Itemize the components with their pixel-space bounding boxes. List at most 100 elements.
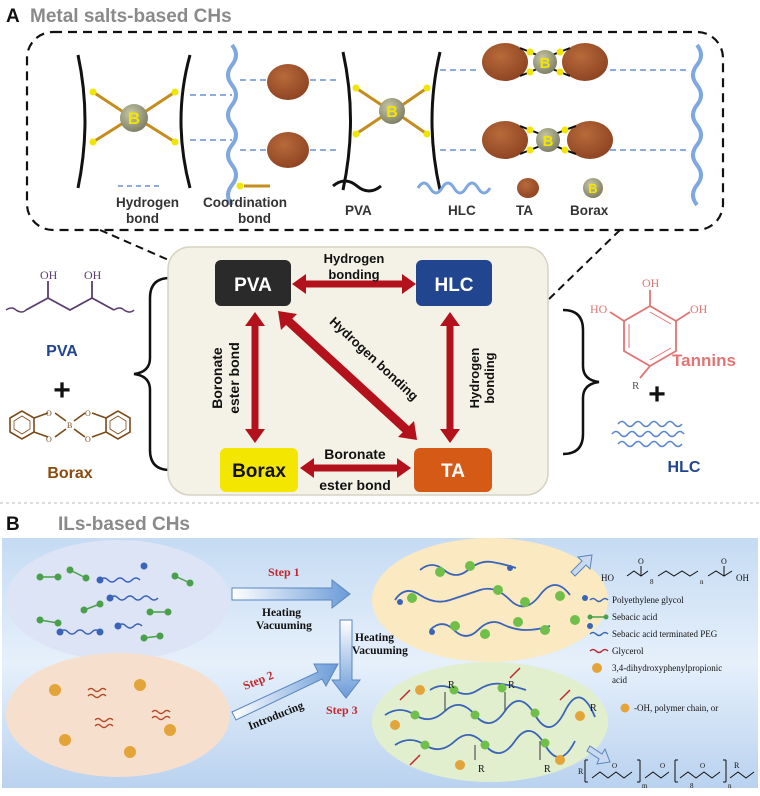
pva-borax-complex-2: B xyxy=(341,51,442,191)
right-arrow-label-1: Hydrogen xyxy=(467,348,482,409)
network-ellipse xyxy=(372,662,608,782)
borax-o-4: O xyxy=(85,435,91,444)
formula-arrow-bottom xyxy=(586,745,611,765)
tannin-oh-top: OH xyxy=(642,276,660,290)
legend-coord-label-1: Coordination xyxy=(203,195,287,210)
top-arrow-label-2: bonding xyxy=(328,267,379,282)
legend-pva-label: PVA xyxy=(345,203,372,218)
legend-coord-label-2: bond xyxy=(238,211,271,226)
ta-borax-complex-1: B xyxy=(482,43,608,81)
boron-symbol-2: B xyxy=(386,104,398,121)
borax-box-label: Borax xyxy=(232,461,286,482)
pva-oh-1: OH xyxy=(40,268,58,282)
step1-label: Step 1 xyxy=(268,565,300,579)
formula-bottom-o-3: O xyxy=(700,762,705,770)
network-r-4: R xyxy=(544,764,551,775)
legend-borax-sphere xyxy=(583,178,603,198)
pva-structure: OH OH xyxy=(5,268,135,313)
formula-top-o-2: O xyxy=(721,557,727,566)
pva-borax-complex-1: B xyxy=(76,54,192,189)
zoom-box xyxy=(25,30,725,232)
hlc-box xyxy=(416,260,492,306)
panel-b-title: ILs-based CHs xyxy=(58,514,190,535)
tannin-oh-right: OH xyxy=(690,302,708,316)
formula-bottom-subm: m xyxy=(642,782,648,790)
pva-box xyxy=(215,260,291,306)
network-r-1: R xyxy=(448,680,455,691)
formula-arrow-top xyxy=(570,554,593,577)
hlc-wave-2 xyxy=(691,43,703,207)
panel-b-letter: B xyxy=(6,514,20,535)
formula-bottom-r-2: R xyxy=(734,761,740,770)
legend-b-r: R xyxy=(590,703,597,714)
left-arrow-label-2: ester bond xyxy=(226,342,242,414)
step1-line-1: Heating xyxy=(262,607,301,619)
ta-sphere-1 xyxy=(267,64,309,100)
step2-arrow xyxy=(231,663,339,721)
top-arrow-label-1: Hydrogen xyxy=(324,251,385,266)
formula-bottom xyxy=(584,759,755,783)
bottom-arrow-label-1: Boronate xyxy=(324,446,386,462)
network-structure xyxy=(384,667,596,770)
legend-ta-sphere xyxy=(517,178,539,198)
legend-b-glycerol: Glycerol xyxy=(612,646,644,656)
formula-bottom-sub8: 8 xyxy=(690,782,694,790)
formula-bottom-o-1: O xyxy=(612,762,617,770)
bottom-arrow-label-2: ester bond xyxy=(319,477,391,493)
legend-hbond-label-1: Hydrogen xyxy=(116,195,179,210)
formula-top-oh: OH xyxy=(736,573,749,583)
hlc-fibers xyxy=(611,420,685,448)
monomer-ellipse xyxy=(6,540,230,660)
formula-bottom-subn: n xyxy=(728,782,732,790)
tannin-r-group: R xyxy=(632,380,640,392)
borax-o-1: O xyxy=(46,409,52,418)
left-pva-label: PVA xyxy=(46,343,78,360)
formula-top-subn: n xyxy=(700,578,704,586)
formula-bottom-o-2: O xyxy=(660,762,665,770)
hydrogen-bond-lines xyxy=(190,69,690,151)
borax-o-2: O xyxy=(46,435,52,444)
formula-top-o-1: O xyxy=(638,557,644,566)
legend-hlc-label: HLC xyxy=(448,203,476,218)
left-plus: + xyxy=(53,374,71,407)
hlc-wave-1 xyxy=(226,43,238,207)
network-r-2: R xyxy=(508,680,515,691)
formula-bottom-r-1: R xyxy=(578,767,584,776)
network-r-3: R xyxy=(478,764,485,775)
pva-box-label: PVA xyxy=(234,275,272,296)
monomers xyxy=(36,562,194,642)
boron-symbol-3: B xyxy=(540,55,551,72)
zoom-line-right xyxy=(547,229,621,301)
ta-box xyxy=(414,448,492,492)
boron-symbol-4: B xyxy=(543,133,554,150)
formula-top xyxy=(626,566,733,577)
legend-b-peg: Polyethylene glycol xyxy=(612,595,684,605)
left-arrow-label-1: Boronate xyxy=(209,347,225,409)
formula-top-ho: HO xyxy=(601,573,614,583)
prepolymer-chains xyxy=(394,560,593,639)
borax-b-atom: B xyxy=(67,421,72,430)
ta-borax-complex-2: B xyxy=(482,121,613,159)
panel-a-title: Metal salts-based CHs xyxy=(30,6,232,27)
tannin-structure xyxy=(609,290,691,379)
borax-structure xyxy=(9,410,131,440)
center-arrows xyxy=(245,274,460,478)
legend-b-sebacic: Sebacic acid xyxy=(612,612,658,622)
catechol-molecules xyxy=(49,679,176,758)
step3-arrow xyxy=(330,619,362,699)
legend-borax-b: B xyxy=(588,181,597,196)
pva-oh-2: OH xyxy=(84,268,102,282)
hlc-box-label: HLC xyxy=(434,275,473,296)
formula-top-sub8-1: 8 xyxy=(650,578,654,586)
legend-hlc-wave xyxy=(416,181,492,195)
ta-sphere-2 xyxy=(267,132,309,168)
zoom-line-left xyxy=(99,229,181,266)
tannins-label: Tannins xyxy=(672,351,736,370)
step1-arrow xyxy=(231,578,351,610)
legend-b-catechol-2: acid xyxy=(612,675,627,685)
step3-line-1: Heating xyxy=(355,632,394,644)
legend-coord-dot xyxy=(236,182,244,190)
tannin-oh-left: HO xyxy=(590,302,608,316)
